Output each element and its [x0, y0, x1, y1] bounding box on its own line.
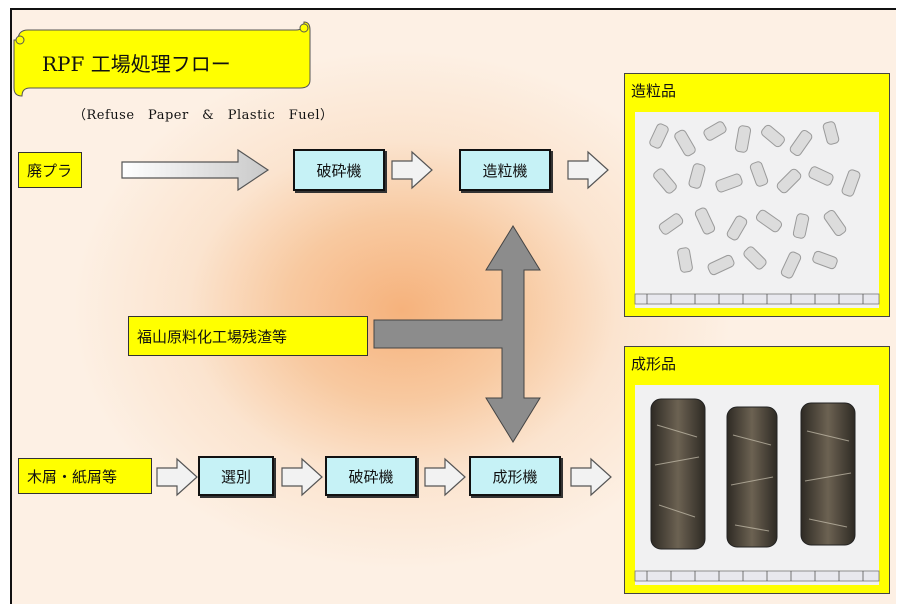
node-residue: 福山原料化工場残渣等	[128, 316, 368, 356]
node-pelletizer: 造粒機	[459, 149, 551, 191]
node-label: 破砕機	[348, 467, 394, 486]
arrow-right-icon	[570, 457, 612, 497]
arrow-right-icon	[424, 457, 466, 497]
node-label: 造粒機	[482, 161, 528, 180]
product-title: 造粒品	[631, 82, 677, 100]
pellets-photo	[634, 112, 880, 308]
arrow-right-icon	[156, 457, 198, 497]
molded-image	[634, 398, 880, 582]
node-crusher-bottom: 破砕機	[325, 456, 417, 496]
pellets-image	[634, 121, 880, 305]
node-label: 選別	[220, 467, 251, 486]
arrow-right-icon	[567, 150, 609, 190]
node-label: 成形機	[492, 467, 538, 486]
arrow-right-icon	[391, 150, 433, 190]
product-panel-molded: 成形品	[624, 346, 890, 594]
split-arrow-up-down-icon	[373, 225, 541, 443]
arrow-right-icon	[281, 457, 323, 497]
molded-photo	[634, 385, 880, 585]
arrow-long-right	[121, 148, 270, 192]
node-molding: 成形機	[469, 456, 561, 496]
node-label: 木屑・紙屑等	[27, 467, 118, 486]
diagram-subtitle: （Refuse Paper & Plastic Fuel）	[73, 108, 334, 123]
node-sorting: 選別	[198, 456, 274, 496]
product-title: 成形品	[631, 355, 677, 373]
node-label: 福山原料化工場残渣等	[137, 327, 288, 346]
diagram-title: RPF 工場処理フロー	[42, 52, 231, 76]
node-label: 破砕機	[316, 161, 362, 180]
product-panel-pellets: 造粒品	[624, 73, 890, 317]
node-wood-paper: 木屑・紙屑等	[18, 458, 152, 494]
node-waste-plastic: 廃プラ	[18, 152, 82, 188]
node-label: 廃プラ	[27, 161, 73, 180]
node-crusher-top: 破砕機	[293, 149, 385, 191]
